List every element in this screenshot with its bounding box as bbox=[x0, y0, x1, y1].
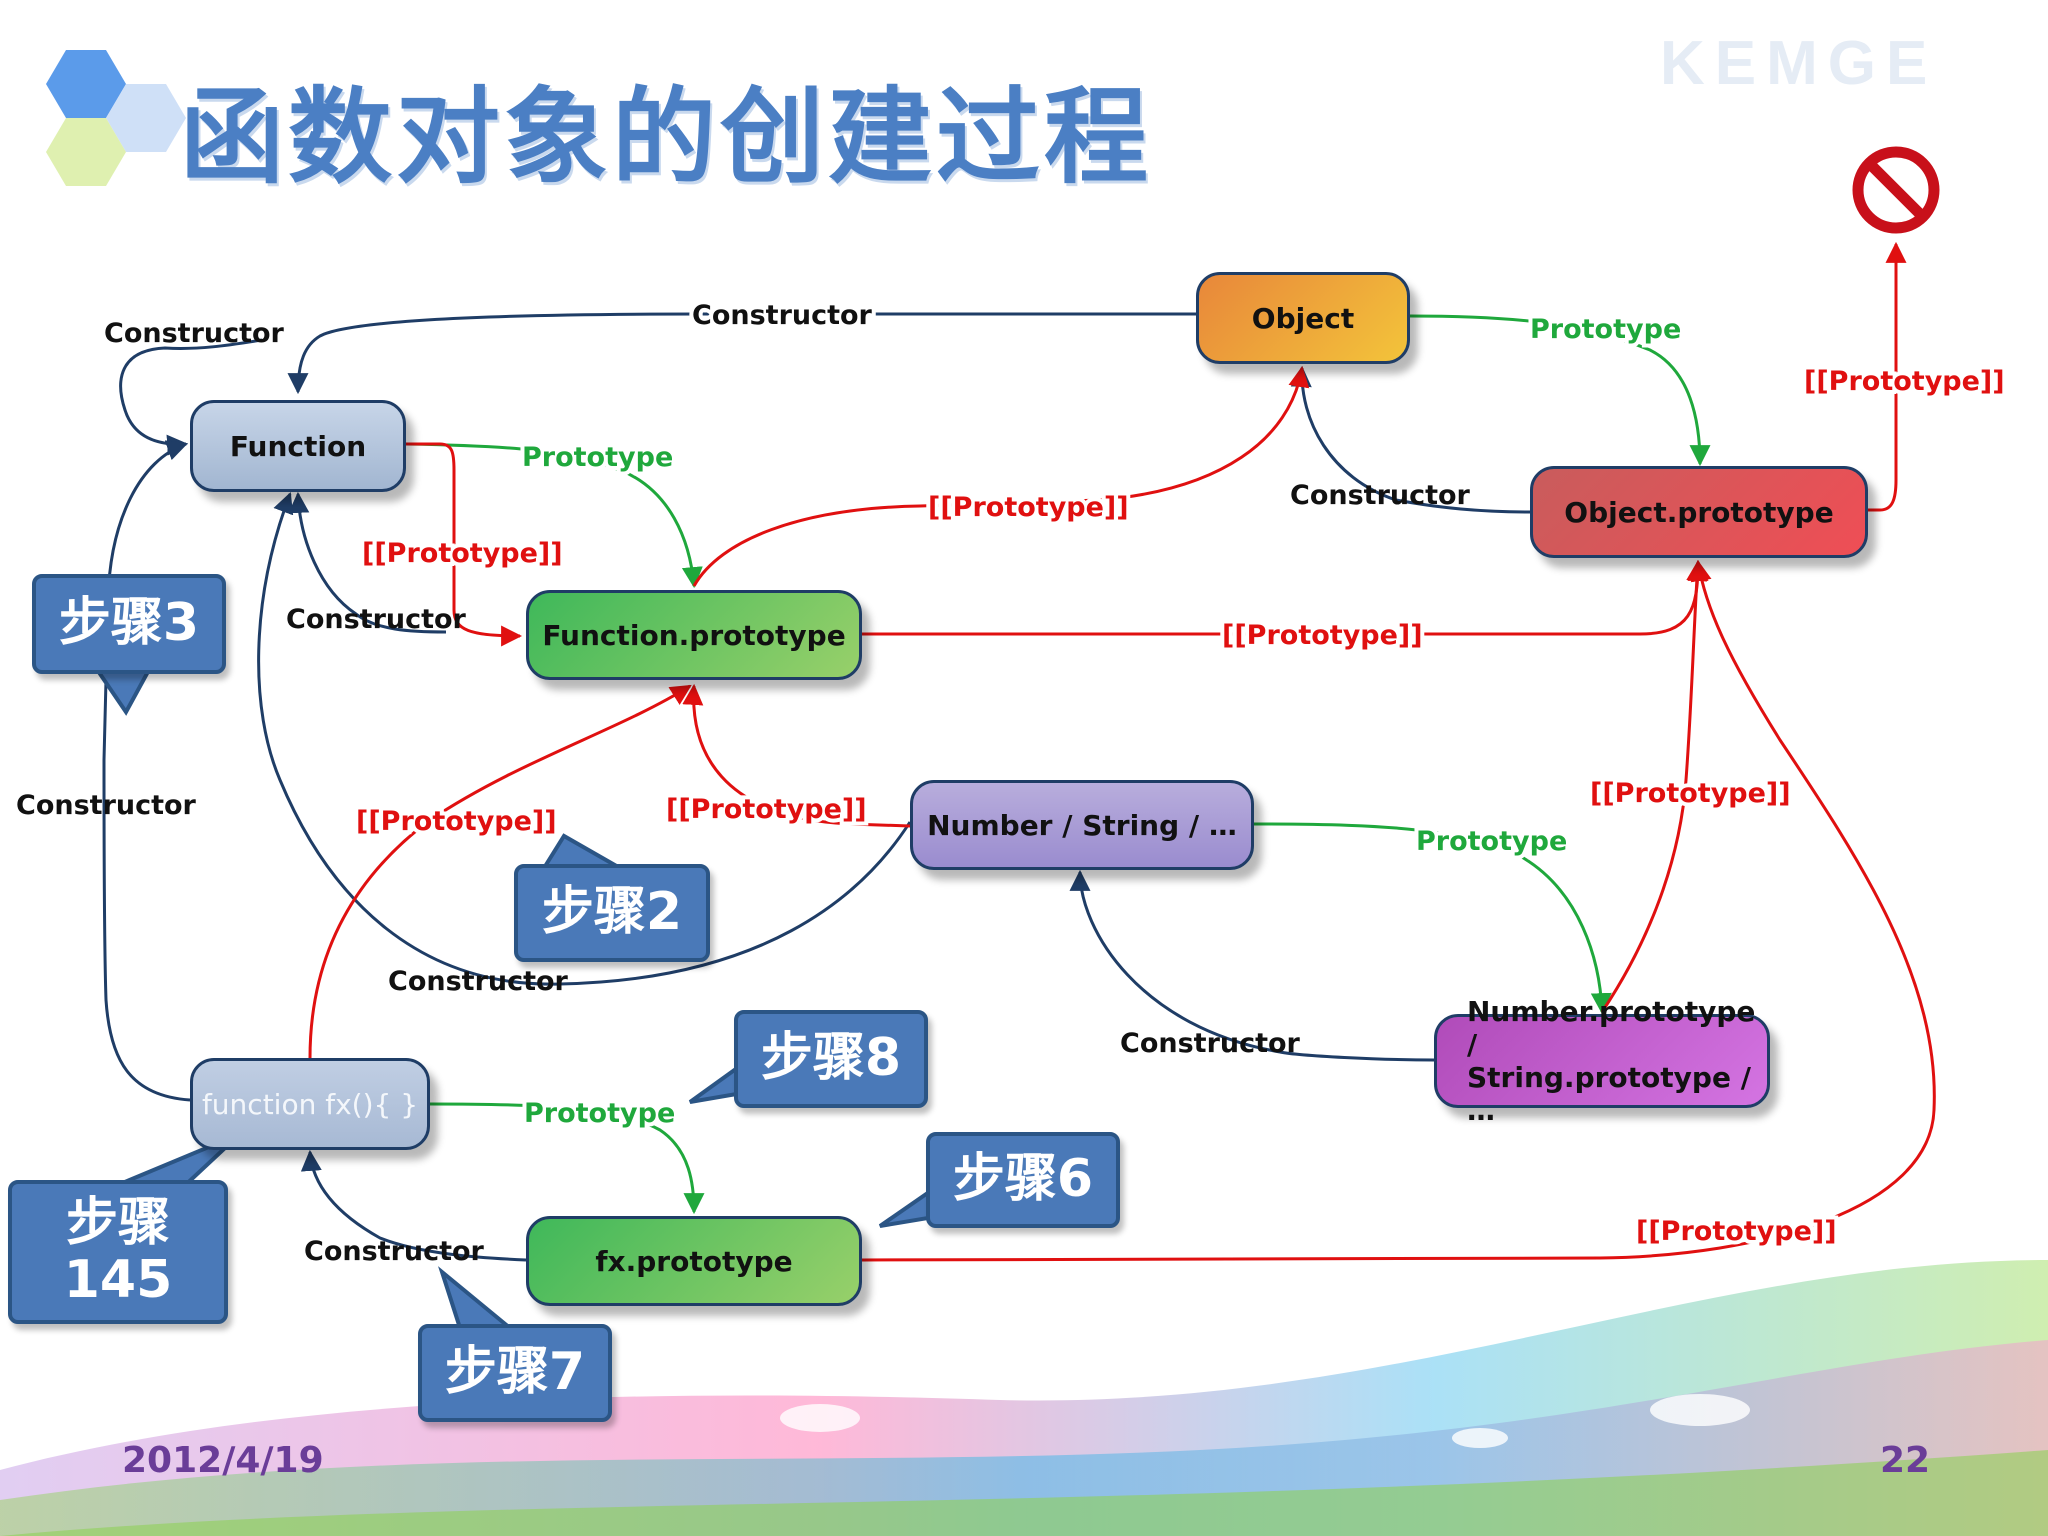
edge-number-prototype bbox=[1253, 822, 1612, 1015]
slide-title: 函数对象的创建过程 bbox=[180, 76, 1153, 198]
watermark: KEMGE bbox=[1660, 29, 1938, 98]
edge-funcproto-to-object-internal-proto bbox=[692, 365, 1310, 587]
label-prototype-fx: Prototype bbox=[524, 1098, 675, 1129]
node-number-prototype-line1: Number.prototype / bbox=[1467, 995, 1756, 1061]
step145-callout: 步骤 145 bbox=[8, 1180, 228, 1324]
label-constructor-fxproto: Constructor bbox=[304, 1236, 485, 1267]
edge-fxproto-to-objproto-internal-proto bbox=[861, 559, 1936, 1262]
slide-date: 2012/4/19 bbox=[122, 1440, 324, 1481]
edge-numproto-to-objproto-internal-proto bbox=[1600, 559, 1708, 1013]
node-number-prototype: Number.prototype / String.prototype / … bbox=[1434, 995, 1770, 1127]
edge-funcproto-to-function-constructor bbox=[288, 491, 447, 634]
label-constructor-function-self: Constructor bbox=[104, 318, 285, 349]
label-prototype-function: Prototype bbox=[522, 442, 673, 473]
node-function-label: Function bbox=[229, 429, 367, 463]
step7-callout: 步骤7 bbox=[418, 1324, 612, 1422]
edge-fxproto-to-fx-constructor bbox=[300, 1149, 527, 1262]
label-internal-proto-fx: [[Prototype]] bbox=[356, 806, 557, 837]
edge-objproto-to-null-internal-proto bbox=[1868, 241, 1907, 512]
node-function: Function bbox=[190, 400, 406, 492]
page-number: 22 bbox=[1880, 1440, 1931, 1481]
label-internal-proto-funcproto-object: [[Prototype]] bbox=[928, 492, 1129, 523]
step8-callout: 步骤8 bbox=[734, 1010, 928, 1108]
step2-callout: 步骤2 bbox=[514, 864, 710, 962]
step145-line2: 145 bbox=[63, 1250, 173, 1310]
label-prototype-object: Prototype bbox=[1530, 314, 1681, 345]
node-number-string: Number / String / … bbox=[910, 780, 1254, 870]
node-object: Object bbox=[1196, 272, 1410, 364]
edge-number-to-function-constructor bbox=[257, 492, 912, 986]
label-internal-proto-numproto: [[Prototype]] bbox=[1590, 778, 1791, 809]
node-object-prototype-label: Object.prototype bbox=[1564, 495, 1834, 529]
label-internal-proto-funcproto-objproto: [[Prototype]] bbox=[1222, 620, 1423, 651]
step6-callout: 步骤6 bbox=[926, 1132, 1120, 1228]
label-constructor-fx: Constructor bbox=[16, 790, 197, 821]
step3-callout: 步骤3 bbox=[32, 574, 226, 674]
label-constructor-funcproto: Constructor bbox=[286, 604, 467, 635]
no-entry-sign-icon bbox=[1852, 146, 1940, 234]
node-fx: function fx(){ } bbox=[190, 1058, 430, 1150]
edge-fx-to-funcproto-internal-proto bbox=[308, 684, 692, 1059]
node-number-string-label: Number / String / … bbox=[927, 808, 1237, 842]
step145-line1: 步骤 bbox=[65, 1192, 170, 1253]
node-fx-prototype: fx.prototype bbox=[526, 1216, 862, 1306]
label-constructor-objproto: Constructor bbox=[1290, 480, 1471, 511]
callout-tail-step7 bbox=[438, 1266, 516, 1330]
edge-object-to-function-constructor bbox=[287, 312, 1196, 395]
label-prototype-number: Prototype bbox=[1416, 826, 1567, 857]
label-constructor-numproto: Constructor bbox=[1120, 1028, 1301, 1059]
label-internal-proto-fxproto: [[Prototype]] bbox=[1636, 1216, 1837, 1247]
hexagon-cluster-icon bbox=[46, 50, 186, 186]
node-object-prototype: Object.prototype bbox=[1530, 466, 1868, 558]
edge-fx-to-function-constructor bbox=[102, 440, 191, 1102]
edge-numproto-to-number-constructor bbox=[1069, 869, 1435, 1062]
node-function-prototype-label: Function.prototype bbox=[542, 618, 846, 652]
edge-function-prototype bbox=[405, 442, 703, 589]
node-fx-prototype-label: fx.prototype bbox=[595, 1244, 793, 1278]
label-constructor-top: Constructor bbox=[692, 300, 873, 331]
label-internal-proto-number: [[Prototype]] bbox=[666, 794, 867, 825]
node-fx-label: function fx(){ } bbox=[201, 1087, 419, 1121]
edge-fx-prototype bbox=[429, 1102, 705, 1215]
node-number-prototype-line2: String.prototype / … bbox=[1467, 1061, 1751, 1127]
node-object-label: Object bbox=[1251, 301, 1355, 335]
edge-objproto-to-object-constructor bbox=[1290, 365, 1531, 514]
edge-function-internal-proto bbox=[406, 442, 523, 647]
label-internal-proto-objproto-null: [[Prototype]] bbox=[1804, 366, 2005, 397]
node-function-prototype: Function.prototype bbox=[526, 590, 862, 680]
label-constructor-number: Constructor bbox=[388, 966, 569, 997]
edge-function-self-constructor bbox=[119, 338, 263, 456]
label-internal-proto-function: [[Prototype]] bbox=[362, 538, 563, 569]
edge-object-prototype bbox=[1409, 314, 1711, 467]
edge-number-to-funcproto-internal-proto bbox=[682, 683, 911, 828]
